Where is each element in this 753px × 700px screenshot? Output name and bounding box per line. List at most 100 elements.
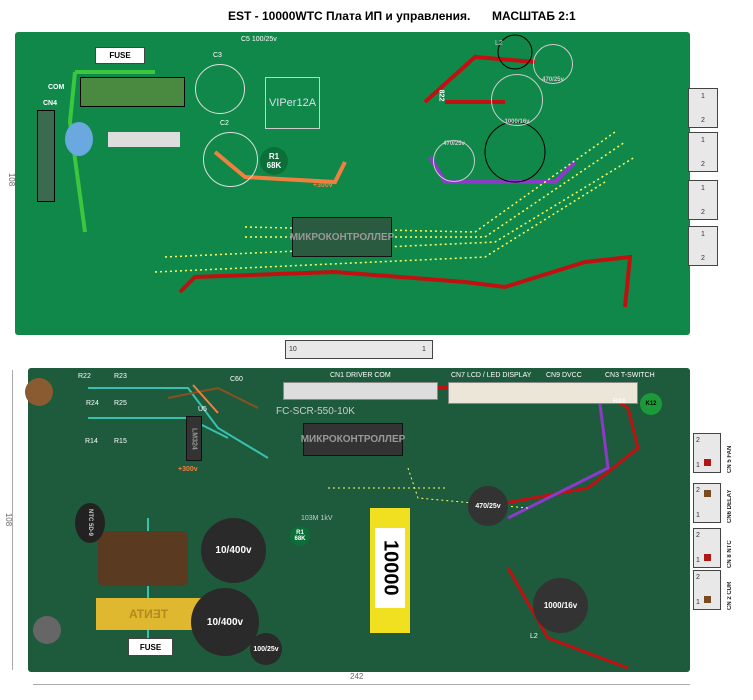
label-r25: R25 — [114, 400, 127, 407]
microcontroller: МИКРОКОНТРОЛЛЕР — [301, 423, 405, 456]
common-mode-choke — [98, 531, 188, 586]
bottom-pcb: R22 R23 R24 R25 R14 R15 U5 LM324 C60 CN1… — [25, 368, 690, 672]
pin-label: 1 — [701, 137, 705, 144]
label-cn3: CN3 T-SWITCH — [605, 372, 655, 379]
capacitor-10-400-1: 10/400v — [201, 518, 266, 583]
label-cn1: CN1 DRIVER COM — [330, 372, 391, 379]
dimension-line-width — [33, 684, 690, 685]
pin-label: 2 — [701, 117, 705, 124]
capacitor-1000-16: 1000/16v — [533, 578, 588, 633]
label-cn2: CN 2 CUR — [727, 581, 733, 610]
label-r23: R23 — [114, 373, 127, 380]
label-300v: +300v — [313, 182, 333, 189]
pin-label: 1 — [696, 462, 700, 469]
capacitor-470-2: 470/25v — [433, 140, 475, 182]
pin-label: 1 — [701, 93, 705, 100]
capacitor-c2 — [203, 132, 258, 187]
pin-label: 2 — [696, 487, 700, 494]
label-u5: U5 — [198, 406, 207, 413]
pin-label: 2 — [701, 161, 705, 168]
r1-value: 68K — [266, 161, 282, 170]
ic-viper12a: VIPer12A — [265, 77, 320, 129]
dimension-height-bottom: 108 — [4, 512, 14, 527]
label-cn8: CN 8 NTC — [727, 540, 733, 568]
label-diode-822: 822 — [437, 89, 445, 102]
connector-cn7-cn9-cn3 — [448, 382, 638, 404]
microcontroller: МИКРОКОНТРОЛЛЕР — [290, 217, 394, 257]
capacitor-470-1: 470/25v — [533, 44, 573, 84]
label-c60: C60 — [230, 376, 243, 383]
strip-pin-1: 1 — [422, 346, 426, 353]
label-r24: R24 — [86, 400, 99, 407]
pin-marker — [704, 459, 711, 466]
r1-value: 68K — [294, 536, 306, 542]
label-cn7: CN7 LCD / LED DISPLAY — [451, 372, 532, 379]
pin-label: 2 — [701, 255, 705, 262]
strip-pin-10: 10 — [289, 346, 297, 353]
pin-label: 2 — [701, 209, 705, 216]
resistor-r46: K12 — [640, 393, 662, 415]
pin-label: 2 — [696, 574, 700, 581]
r1-label: R1 — [268, 152, 280, 161]
thermistor-ntc: NTC 5D-9 — [75, 503, 105, 543]
varistor — [65, 122, 93, 156]
pin-label: 2 — [696, 437, 700, 444]
connector-strip: 10 1 — [285, 340, 433, 359]
x-capacitor-tenta: TENTA — [96, 598, 201, 630]
label-cn6: CN6 DELAY — [727, 489, 733, 523]
label-r22: R22 — [78, 373, 91, 380]
dimension-width: 242 — [350, 672, 364, 681]
label-l2: L2 — [495, 40, 503, 47]
label-r14: R14 — [85, 438, 98, 445]
label-c5: C5 100/25v — [241, 36, 277, 43]
scale-label: МАСШТАБ 2:1 — [492, 9, 576, 23]
label-103m: 103M 1kV — [301, 515, 333, 522]
label-r15: R15 — [114, 438, 127, 445]
capacitor-10-400-2: 10/400v — [191, 588, 259, 656]
pin-label: 1 — [696, 557, 700, 564]
pin-label: 1 — [696, 599, 700, 606]
label-l2: L2 — [530, 633, 538, 640]
label-300v: +300v — [178, 466, 198, 473]
pin-marker — [704, 596, 711, 603]
ic-lm324: LM324 — [186, 416, 202, 461]
relay — [80, 77, 185, 107]
pin-marker — [704, 554, 711, 561]
pin-label: 1 — [701, 231, 705, 238]
r1-label: R1 — [296, 530, 304, 536]
screw-top — [25, 378, 53, 406]
dimension-line-bottom — [12, 370, 13, 670]
label-c2: C2 — [220, 120, 229, 127]
pin-label: 1 — [696, 512, 700, 519]
capacitor-470-25: 470/25v — [468, 486, 508, 526]
label-r46: R46 — [613, 398, 626, 405]
pin-marker — [704, 490, 711, 497]
page-title: EST - 10000WTC Плата ИП и управления. — [228, 9, 471, 23]
fuse: FUSE — [95, 47, 145, 64]
label-cn9: CN9 DVCC — [546, 372, 582, 379]
transformer-label-plate — [108, 132, 180, 147]
label-cn4: CN4 — [43, 100, 58, 107]
capacitor-1000: 1000/16v — [491, 74, 543, 126]
connector-cn4 — [37, 110, 55, 202]
label-cn5: CN 5 FAN — [727, 445, 733, 473]
fuse: FUSE — [128, 638, 173, 656]
label-com: COM — [48, 84, 65, 91]
pin-label: 2 — [696, 532, 700, 539]
label-c3: C3 — [213, 52, 222, 59]
pin-label: 1 — [701, 185, 705, 192]
capacitor-100-25: 100/25v — [250, 633, 282, 665]
capacitor-c3 — [195, 64, 245, 114]
top-pcb: FUSE COM CN4 C3 C2 C5 100/25v VIPer12A R… — [15, 32, 690, 335]
label-scr: FC-SCR-550-10K — [276, 406, 355, 417]
